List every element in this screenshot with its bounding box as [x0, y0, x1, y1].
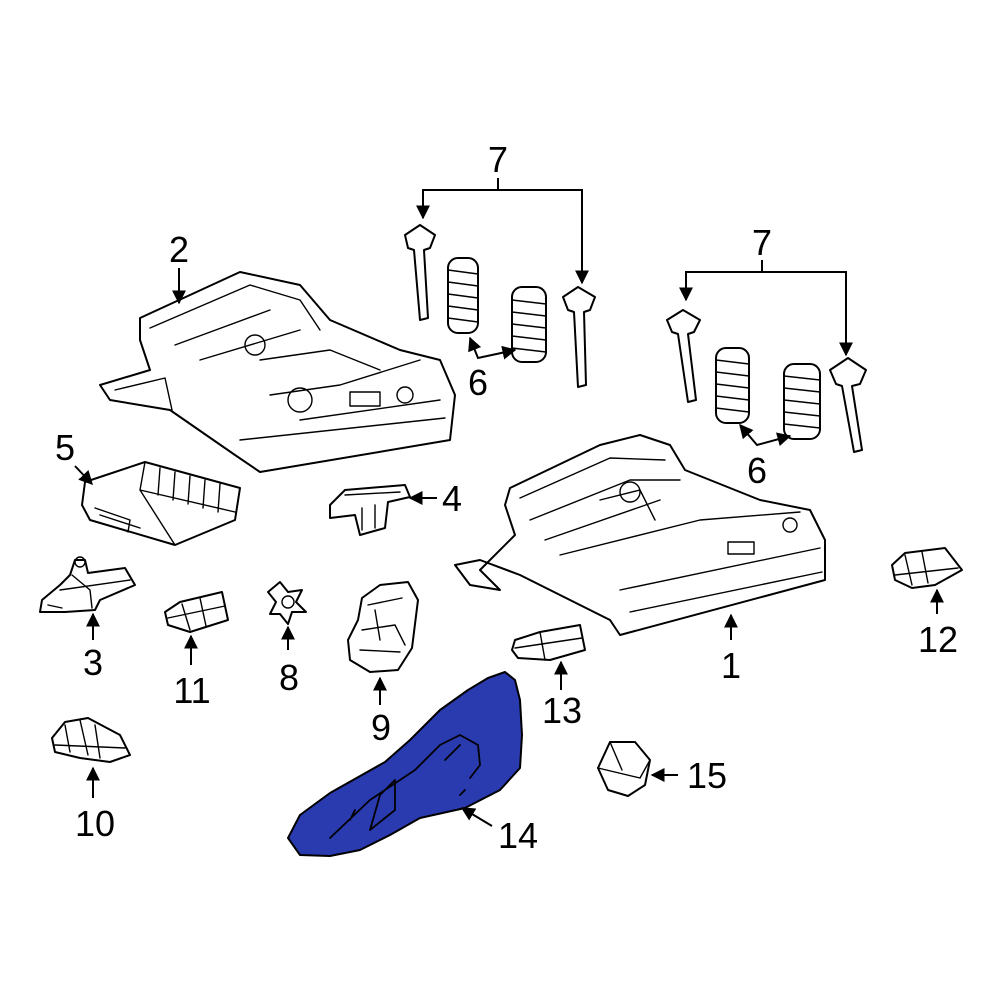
- pin-right-b[interactable]: [829, 357, 867, 453]
- callout-5: 5: [55, 427, 75, 468]
- seat-frame-upper-left[interactable]: [99, 271, 456, 473]
- callout-6-left: 6: [468, 362, 488, 403]
- trim-cap-part-13[interactable]: [511, 624, 586, 661]
- callout-12: 12: [918, 619, 958, 660]
- bracket-part-4[interactable]: [329, 484, 411, 536]
- callout-7-right: 7: [752, 222, 772, 263]
- callout-6-right: 6: [747, 450, 767, 491]
- callout-3: 3: [83, 642, 103, 683]
- callout-9: 9: [371, 707, 391, 748]
- pin-left-b[interactable]: [562, 286, 596, 388]
- clip-part-10[interactable]: [51, 717, 131, 763]
- callout-10: 10: [75, 803, 115, 844]
- clip-part-3[interactable]: [39, 556, 136, 613]
- spring-left-b[interactable]: [511, 286, 547, 363]
- clip-part-11[interactable]: [164, 591, 229, 633]
- callout-11: 11: [173, 670, 210, 711]
- callout-7-left: 7: [488, 139, 508, 180]
- callout-labels: 7 7 6 6 2 5 4 1 12 3 11 8 9 13 10 14 15: [55, 139, 958, 856]
- side-shield-part-14[interactable]: [287, 671, 523, 857]
- clip-part-12[interactable]: [891, 547, 963, 589]
- pin-left-a[interactable]: [404, 224, 436, 321]
- cap-part-15[interactable]: [597, 741, 651, 797]
- knob-part-8[interactable]: [267, 581, 307, 625]
- callout-4: 4: [442, 478, 462, 519]
- callout-14: 14: [498, 815, 538, 856]
- pin-right-a[interactable]: [666, 309, 701, 403]
- callout-13: 13: [542, 690, 582, 731]
- spring-right-b[interactable]: [783, 363, 821, 440]
- cover-part-9[interactable]: [347, 581, 419, 673]
- leader-lines: [74, 178, 944, 827]
- callout-2: 2: [169, 229, 189, 270]
- callout-1: 1: [721, 645, 741, 686]
- seat-frame-right[interactable]: [454, 434, 826, 636]
- spring-left-a[interactable]: [447, 257, 479, 334]
- spring-right-a[interactable]: [715, 347, 750, 424]
- callout-15: 15: [687, 755, 727, 796]
- callout-8: 8: [279, 657, 299, 698]
- control-module[interactable]: [81, 461, 241, 546]
